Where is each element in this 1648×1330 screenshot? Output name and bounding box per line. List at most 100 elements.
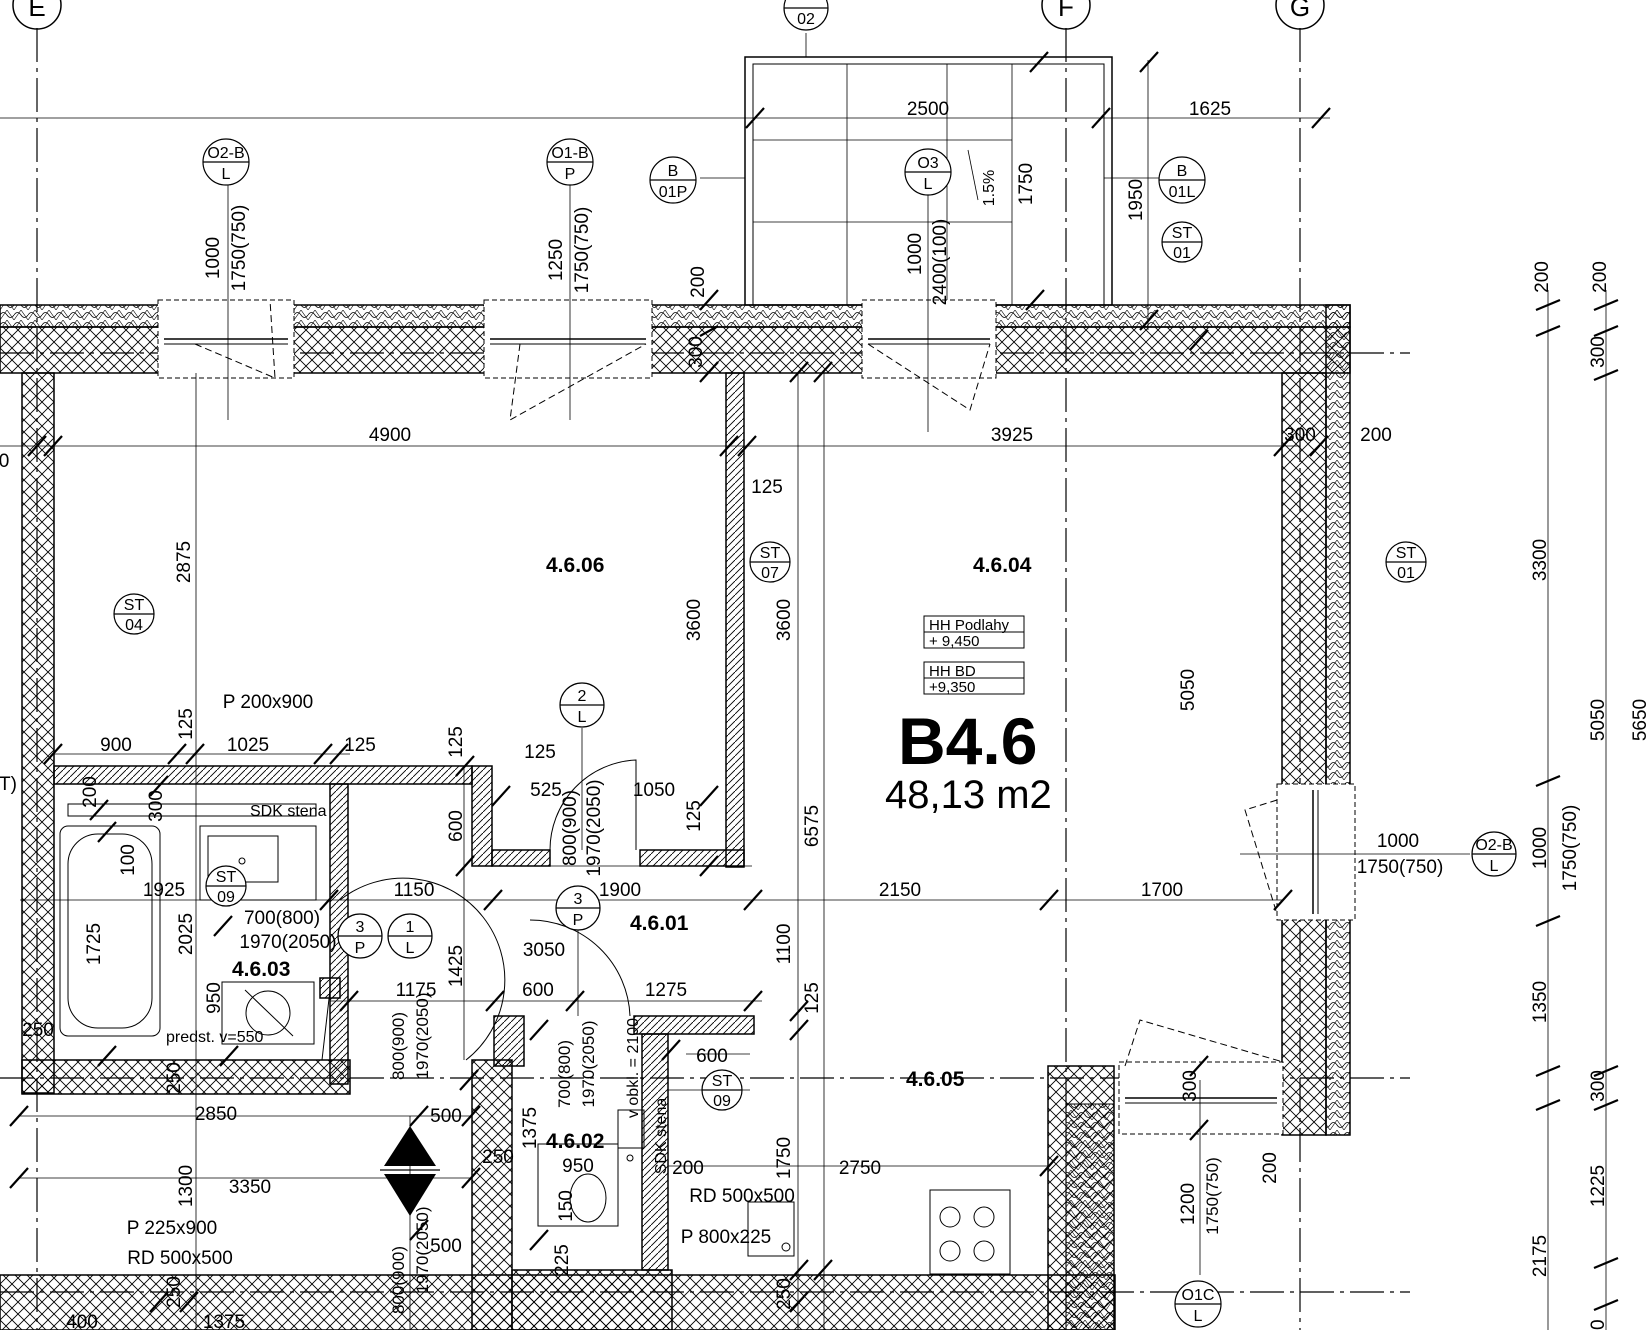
tag-b01l-bottom: 01L [1169, 184, 1196, 201]
dim-1250: 1250 [546, 239, 567, 281]
annotation-texts: SDK stena predst. v=550 [166, 803, 327, 1046]
room-label-4-6-01: 4.6.01 [630, 912, 689, 935]
dim-125d: 125 [446, 726, 467, 758]
room-label-4-6-05: 4.6.05 [906, 1068, 965, 1091]
tag-st09a-top: ST [216, 869, 237, 886]
dim-250a: 250 [22, 1020, 54, 1041]
dim-1625: 1625 [1189, 99, 1231, 120]
dim-400: 400 [66, 1312, 98, 1330]
dim-1900: 1900 [599, 880, 641, 901]
dim-250d: 250 [164, 1276, 185, 1308]
dim-700-800b: 700(800) [555, 1040, 574, 1108]
dim-1750b: 1750 [774, 1137, 795, 1179]
tag-st09b-bottom: 09 [713, 1093, 731, 1110]
callout-p225x900: P 225x900 [127, 1218, 218, 1239]
dim-125g: 125 [802, 982, 823, 1014]
callout-p800x225: P 800x225 [681, 1227, 772, 1248]
tag-02-bottom: 02 [797, 11, 815, 28]
tag-1l-top: 1 [406, 919, 415, 936]
dim-6575: 6575 [802, 805, 823, 847]
right-dim-2175: 2175 [1530, 1235, 1551, 1277]
door-swings [321, 759, 637, 1061]
room-label-4-6-02: 4.6.02 [546, 1130, 604, 1153]
dim-1375a: 1375 [520, 1107, 541, 1149]
dim-1970b: 1970(2050) [239, 932, 336, 953]
dim-2400: 2400(100) [930, 219, 951, 306]
dim-1925: 1925 [143, 880, 185, 901]
right-dim-3300: 3300 [1530, 539, 1551, 581]
bd-level-value: +9,350 [929, 679, 975, 696]
dim-100: 100 [118, 844, 139, 876]
dim-200a: 200 [688, 266, 709, 298]
dimension-ticks [9, 51, 1619, 1313]
tag-o3-bottom: L [924, 176, 933, 193]
right-dim-300b: 300 [1588, 1070, 1609, 1102]
tag-st01b-top: ST [1396, 545, 1417, 562]
dim-2850: 2850 [195, 1104, 237, 1125]
bd-level-label: HH BD [929, 663, 976, 680]
dim-3350: 3350 [229, 1177, 271, 1198]
callout-rd500-b: RD 500x500 [127, 1248, 233, 1269]
right-dim-1750-750: 1750(750) [1560, 805, 1581, 892]
tag-o1b-top: O1-B [551, 145, 588, 162]
right-dim-5650: 5650 [1630, 699, 1648, 741]
dim-1970e: 1970(2050) [413, 1207, 432, 1294]
dim-300a: 300 [686, 336, 707, 368]
dim-2875: 2875 [174, 541, 195, 583]
dim-300d: 300 [1180, 1070, 1201, 1102]
dim-525: 525 [530, 780, 562, 801]
dim-300b: 300 [1284, 425, 1316, 446]
floor-level-label: HH Podlahy [929, 617, 1010, 634]
dimension-texts-horizontal: 2500 1625 4900 3925 300 200 125 P 200x90… [0, 99, 1443, 1330]
right-dim-50: 50 [1588, 1319, 1609, 1330]
dim-1725: 1725 [84, 923, 105, 965]
right-dim-5050: 5050 [1588, 699, 1609, 741]
dim-1175: 1175 [396, 980, 437, 1001]
dim-200e: 200 [1260, 1152, 1281, 1184]
dim-950b: 950 [562, 1156, 594, 1177]
tag-3p-b-top: 3 [574, 891, 583, 908]
dim-3050: 3050 [523, 940, 565, 961]
tag-o3-top: O3 [917, 155, 938, 172]
tag-st01b-bottom: 01 [1397, 565, 1415, 582]
tag-o1c-bottom: L [1194, 1308, 1203, 1325]
tag-st07-top: ST [760, 545, 781, 562]
label-predst: predst. v=550 [166, 1029, 264, 1046]
dim-600-v: 600 [446, 810, 467, 842]
dim-1300: 1300 [176, 1165, 197, 1207]
tag-b01p-bottom: 01P [659, 184, 687, 201]
dim-2150: 2150 [879, 880, 921, 901]
interior-walls [53, 372, 755, 1271]
tag-3p-a-top: 3 [356, 919, 365, 936]
dim-900: 900 [100, 735, 132, 756]
dim-1100: 1100 [774, 924, 795, 965]
dim-1025: 1025 [227, 735, 269, 756]
dim-2750: 2750 [839, 1158, 881, 1179]
dim-1750a: 1750 [1016, 163, 1037, 205]
dim-800-900b: 800(900) [389, 1012, 408, 1080]
dim-1970d: 1970(2050) [579, 1021, 598, 1108]
dim-3600a: 3600 [684, 599, 705, 641]
level-boxes [923, 615, 1025, 695]
tag-st09b-top: ST [712, 1073, 733, 1090]
grid-axis-e: E [28, 0, 45, 22]
tag-o1b-bottom: P [565, 166, 576, 183]
tag-b01p-top: B [668, 163, 679, 180]
dim-5050: 5050 [1178, 669, 1199, 711]
tag-o2b-bottom: L [222, 166, 231, 183]
tag-st09a-bottom: 09 [217, 889, 235, 906]
dim-500b: 500 [430, 1236, 462, 1257]
dim-1750-750c: 1750(750) [1357, 857, 1444, 878]
right-dim-200b: 200 [1590, 261, 1611, 293]
dim-125f: 125 [684, 800, 705, 832]
tag-3p-b-bottom: P [573, 912, 584, 929]
dim-200b: 200 [1360, 425, 1392, 446]
dim-2500: 2500 [907, 99, 949, 120]
grid-axis-f: F [1058, 0, 1074, 22]
right-dim-300: 300 [1588, 336, 1609, 368]
dim-2025: 2025 [176, 913, 197, 955]
dim-4900: 4900 [369, 425, 411, 446]
dim-1000a: 1000 [203, 237, 224, 279]
dim-125b: 125 [176, 708, 197, 740]
